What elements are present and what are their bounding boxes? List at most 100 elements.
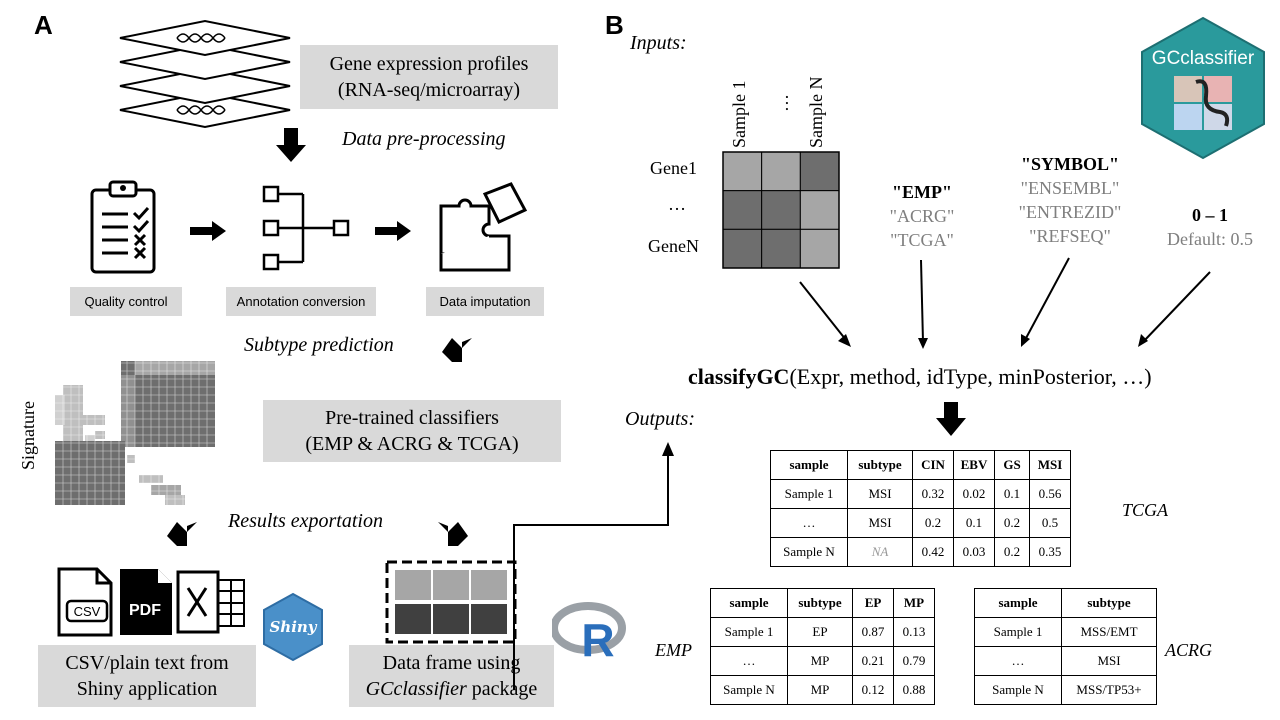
table-row: Sample N MP 0.12 0.88: [710, 675, 935, 705]
table-cell: 0.21: [852, 646, 894, 676]
table-cell: 0.5: [1029, 508, 1071, 538]
pdf-icon-text: PDF: [129, 602, 161, 619]
table-cell: 0.87: [852, 617, 894, 647]
acrg-table: sample subtype Sample 1 MSS/EMT … MSI Sa…: [974, 588, 1157, 705]
table-cell: Sample 1: [710, 617, 788, 647]
step-label-annotation-conversion: Annotation conversion: [226, 287, 376, 316]
panel-a-letter: A: [34, 10, 53, 40]
table-cell: MSS/EMT: [1061, 617, 1157, 647]
matrix-row-label-2: …: [668, 194, 686, 214]
matrix-cell: [799, 190, 840, 230]
gene-expression-line1: Gene expression profiles: [329, 53, 529, 75]
outputs-label: Outputs:: [625, 408, 695, 430]
method-options: "EMP" "ACRG" "TCGA": [872, 180, 972, 252]
table-header-cell: sample: [974, 588, 1062, 618]
table-cell: EP: [787, 617, 853, 647]
table-cell: 0.2: [994, 508, 1030, 538]
matrix-cell: [761, 151, 801, 192]
panel-b-letter: B: [605, 10, 624, 40]
table-header-cell: EP: [852, 588, 894, 618]
gcclassifier-hex-logo: GCclassifier: [1141, 16, 1265, 160]
data-frame-line1: Data frame using: [382, 652, 521, 674]
table-cell: MSI: [1061, 646, 1157, 676]
data-frame-icon: [385, 560, 517, 644]
posterior-options: 0 – 1 Default: 0.5: [1150, 203, 1270, 251]
emp-table-label: EMP: [655, 640, 692, 660]
table-header-cell: sample: [770, 450, 848, 480]
preprocessing-label: Data pre-processing: [342, 128, 506, 150]
table-cell: MSI: [847, 479, 913, 509]
table-header-row: sample subtype EP MP: [710, 588, 935, 618]
table-cell: 0.79: [893, 646, 935, 676]
table-cell: 0.2: [994, 537, 1030, 567]
csv-box-line2: Shiny application: [76, 678, 218, 700]
table-header-cell: sample: [710, 588, 788, 618]
table-row: Sample 1 MSS/EMT: [974, 617, 1157, 647]
idtype-default: "SYMBOL": [1021, 154, 1119, 174]
data-frame-line2-suffix: package: [466, 678, 538, 700]
table-cell: 0.32: [912, 479, 954, 509]
table-cell: 0.1: [953, 508, 995, 538]
hex-logo-text: GCclassifier: [1152, 48, 1255, 69]
signature-heatmap: [55, 355, 215, 510]
table-cell: Sample 1: [974, 617, 1062, 647]
table-cell: 0.02: [953, 479, 995, 509]
results-exportation-label: Results exportation: [228, 510, 383, 532]
table-cell: 0.13: [893, 617, 935, 647]
table-row: … MSI: [974, 646, 1157, 676]
table-header-cell: subtype: [787, 588, 853, 618]
tree-structure-icon: [262, 185, 350, 271]
table-cell: 0.35: [1029, 537, 1071, 567]
posterior-default: Default: 0.5: [1167, 229, 1253, 249]
classifier-line2: (EMP & ACRG & TCGA): [305, 433, 519, 455]
table-cell: Sample N: [770, 537, 848, 567]
posterior-range: 0 – 1: [1192, 205, 1228, 225]
table-cell: 0.42: [912, 537, 954, 567]
r-logo: R: [552, 602, 626, 660]
function-args: (Expr, method, idType, minPosterior, …): [789, 364, 1152, 389]
acrg-table-label: ACRG: [1165, 640, 1212, 660]
table-header-cell: subtype: [1061, 588, 1157, 618]
table-row: … MP 0.21 0.79: [710, 646, 935, 676]
clipboard-checklist-icon: [90, 180, 156, 274]
method-default: "EMP": [892, 182, 952, 202]
table-cell: MSI: [847, 508, 913, 538]
table-header-cell: CIN: [912, 450, 954, 480]
table-cell: MP: [787, 675, 853, 705]
tcga-table-label: TCGA: [1122, 500, 1169, 520]
table-cell: Sample N: [710, 675, 788, 705]
table-cell: 0.03: [953, 537, 995, 567]
subtype-prediction-label: Subtype prediction: [244, 334, 394, 356]
table-cell: 0.12: [852, 675, 894, 705]
csv-box-line1: CSV/plain text from: [65, 652, 229, 674]
csv-file-icon: CSV: [57, 567, 113, 637]
function-call: classifyGC(Expr, method, idType, minPost…: [688, 364, 1152, 390]
method-option-acrg: "ACRG": [889, 206, 955, 226]
table-header-cell: GS: [994, 450, 1030, 480]
table-header-row: sample subtype: [974, 588, 1157, 618]
matrix-row-label-1: Gene1: [650, 158, 697, 178]
gcclassifier-package-name: GCclassifier: [365, 678, 467, 700]
table-cell: …: [974, 646, 1062, 676]
matrix-cell: [799, 151, 840, 192]
table-cell-na: NA: [847, 537, 913, 567]
idtype-option-refseq: "REFSEQ": [1029, 226, 1111, 246]
emp-table: sample subtype EP MP Sample 1 EP 0.87 0.…: [710, 588, 935, 705]
matrix-cell: [722, 151, 763, 192]
puzzle-icon: [439, 182, 528, 272]
table-header-cell: MP: [893, 588, 935, 618]
table-cell: MSS/TP53+: [1061, 675, 1157, 705]
csv-icon-text: CSV: [74, 604, 101, 619]
gene-expression-line2: (RNA-seq/microarray): [337, 79, 521, 101]
idtype-options: "SYMBOL" "ENSEMBL" "ENTREZID" "REFSEQ": [1000, 152, 1140, 248]
matrix-row-label-3: GeneN: [648, 236, 699, 256]
matrix-cell: [761, 228, 801, 269]
table-header-cell: MSI: [1029, 450, 1071, 480]
table-cell: 0.88: [893, 675, 935, 705]
classifier-box: Pre-trained classifiers (EMP & ACRG & TC…: [263, 400, 561, 462]
tcga-table: sample subtype CIN EBV GS MSI Sample 1 M…: [770, 450, 1071, 567]
table-header-cell: subtype: [847, 450, 913, 480]
table-header-row: sample subtype CIN EBV GS MSI: [770, 450, 1071, 480]
